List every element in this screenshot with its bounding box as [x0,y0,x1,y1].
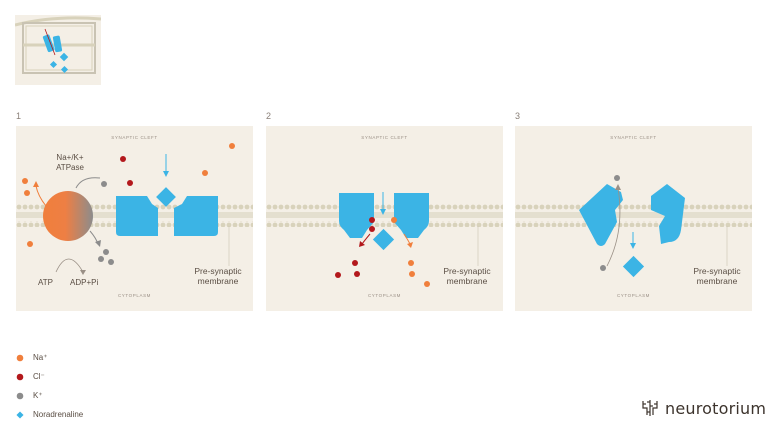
chloride-ion [352,260,358,266]
membrane-outer-layer [266,204,503,210]
pump-label-line-2: ATPase [56,163,84,172]
membrane-inner-layer [515,221,752,227]
legend-item-sodium: Na⁺ [16,348,83,367]
potassium-ion [101,181,107,187]
chloride-ion [354,271,360,277]
synaptic-cleft-label: Synaptic cleft [361,135,408,140]
sodium-ion [27,241,33,247]
noradrenaline-molecule [372,228,395,251]
brand-name: neurotorium [665,398,767,418]
membrane-label: Pre-synaptic membrane [443,266,491,286]
legend-item-noradrenaline: Noradrenaline [16,405,83,424]
transporter-right-half [651,184,685,244]
brain-icon [642,400,658,416]
membrane-inner-layer [266,221,503,227]
adp-label: ADP+Pi [70,278,99,287]
noradrenaline-molecule [622,255,645,278]
transporter-left-half [579,184,623,246]
potassium-icon [16,392,24,399]
potassium-ion [98,256,104,262]
transporter-right-half [174,196,218,236]
cytoplasm-label: Cytoplasm [367,293,402,298]
sodium-ion [24,190,30,196]
legend-label: K⁺ [33,391,43,400]
sodium-ion [229,143,235,149]
potassium-ion [614,175,620,181]
sodium-ion [409,271,415,277]
transporter-left-half [116,196,158,236]
panel-2: Synaptic cleft Cytoplasm Pre-synaptic me… [266,126,503,311]
legend-label: Na⁺ [33,353,48,362]
legend: Na⁺ Cl⁻ K⁺ Noradrenaline [16,348,83,424]
sodium-ion [202,170,208,176]
potassium-ion [600,265,606,271]
noradrenaline-molecule [156,187,176,207]
chloride-ion [369,226,375,232]
panel-3-number: 3 [515,111,521,121]
chloride-icon [16,373,24,380]
membrane-outer-layer [515,204,752,210]
legend-label: Noradrenaline [33,410,84,419]
synaptic-cleft-label: Synaptic cleft [610,135,657,140]
panel-2-number: 2 [266,111,272,121]
legend-label: Cl⁻ [33,372,45,381]
potassium-ion [108,259,114,265]
panel-3-illustration [515,175,752,278]
sodium-ion [424,281,430,287]
chloride-ion [127,180,133,186]
noradrenaline-icon [16,410,24,419]
overview-thumbnail [14,15,102,85]
panel-2-illustration [266,192,503,287]
na-k-atpase-pump [43,191,93,241]
sodium-ion [408,260,414,266]
pump-label-line-1: Na+/K+ [56,153,84,162]
sodium-ion [22,178,28,184]
pump-label: Na+/K+ ATPase [50,153,90,173]
sodium-ion [391,217,397,223]
panel-1-number: 1 [16,111,22,121]
membrane-label: Pre-synaptic membrane [693,266,741,286]
chloride-ion [120,156,126,162]
brand-logo: neurotorium [640,398,766,418]
sodium-icon [16,354,24,361]
atp-label: ATP [38,278,53,287]
membrane-label: Pre-synaptic membrane [194,266,242,286]
transporter-right-half [394,193,429,238]
potassium-ion [103,249,109,255]
panel-3: Synaptic cleft Cytoplasm Pre-synaptic me… [515,126,752,311]
legend-item-potassium: K⁺ [16,386,83,405]
chloride-ion [369,217,375,223]
panel-1: Synaptic cleft Cytoplasm Na+/K+ ATPase A… [16,126,253,311]
cytoplasm-label: Cytoplasm [117,293,152,298]
panel-1-illustration [16,143,253,275]
synaptic-cleft-label: Synaptic cleft [111,135,158,140]
legend-item-chloride: Cl⁻ [16,367,83,386]
transporter-left-half [339,193,374,238]
chloride-ion [335,272,341,278]
cytoplasm-label: Cytoplasm [616,293,651,298]
